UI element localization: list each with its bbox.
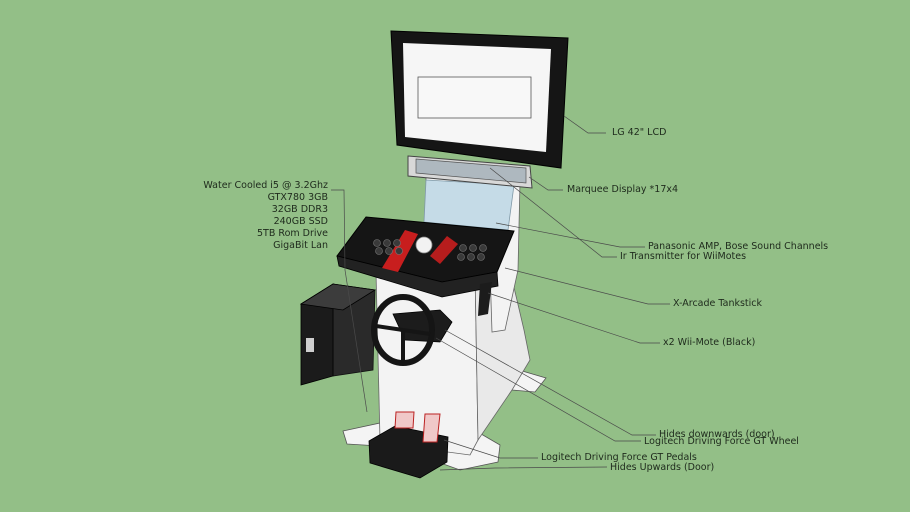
- leader-lcd: [563, 115, 606, 134]
- control-panel-front: [336, 255, 499, 298]
- marquee-screen: [415, 158, 527, 184]
- callout-wiimote: x2 Wii-Mote (Black): [663, 337, 756, 348]
- leader-door-down: [444, 329, 656, 436]
- leader-lines: [331, 115, 670, 471]
- pedal-left: [394, 411, 415, 429]
- spec-rom-drive: 5TB Rom Drive: [257, 228, 328, 239]
- pc-specs-list: Water Cooled i5 @ 3.2Ghz GTX780 3GB 32GB…: [203, 180, 328, 252]
- leader-door-up: [439, 466, 608, 471]
- spec-ssd: 240GB SSD: [273, 216, 328, 227]
- leader-ir: [489, 167, 617, 258]
- leader-wheel: [435, 337, 641, 442]
- callout-door-up: Hides Upwards (Door): [610, 462, 715, 473]
- pc-tower-top: [299, 283, 377, 311]
- side-handle: [478, 282, 492, 316]
- button-cluster-right: [457, 244, 487, 261]
- lcd-window: [417, 76, 532, 119]
- callout-lcd: LG 42" LCD: [612, 127, 667, 138]
- callout-pedals: Logitech Driving Force GT Pedals: [541, 452, 697, 463]
- callout-amp: Panasonic AMP, Bose Sound Channels: [648, 241, 829, 252]
- leader-pedals: [443, 439, 538, 459]
- inner-panel: [423, 179, 515, 231]
- pc-drive-bay: [306, 338, 314, 352]
- callout-wheel: Logitech Driving Force GT Wheel: [644, 436, 799, 447]
- leader-wiimote: [487, 292, 660, 344]
- leader-amp: [495, 222, 645, 248]
- spec-gpu: GTX780 3GB: [267, 192, 328, 203]
- steering-wheel: [371, 294, 435, 366]
- spec-lan: GigaBit Lan: [273, 240, 328, 251]
- spec-cpu: Water Cooled i5 @ 3.2Ghz: [203, 180, 328, 191]
- button-cluster-left: [373, 239, 403, 255]
- callout-marquee: Marquee Display *17x4: [567, 184, 679, 195]
- spec-ram: 32GB DDR3: [271, 204, 328, 215]
- red-accent-right: [430, 236, 458, 264]
- trackball: [415, 236, 433, 254]
- callout-door-down: Hides downwards (door): [659, 429, 775, 440]
- leader-marquee: [528, 176, 563, 191]
- leader-specs: [331, 189, 368, 413]
- pedal-right: [422, 413, 441, 443]
- leader-tankstick: [504, 267, 670, 305]
- callout-tankstick: X-Arcade Tankstick: [673, 298, 763, 309]
- callout-ir: Ir Transmitter for WiiMotes: [620, 251, 747, 262]
